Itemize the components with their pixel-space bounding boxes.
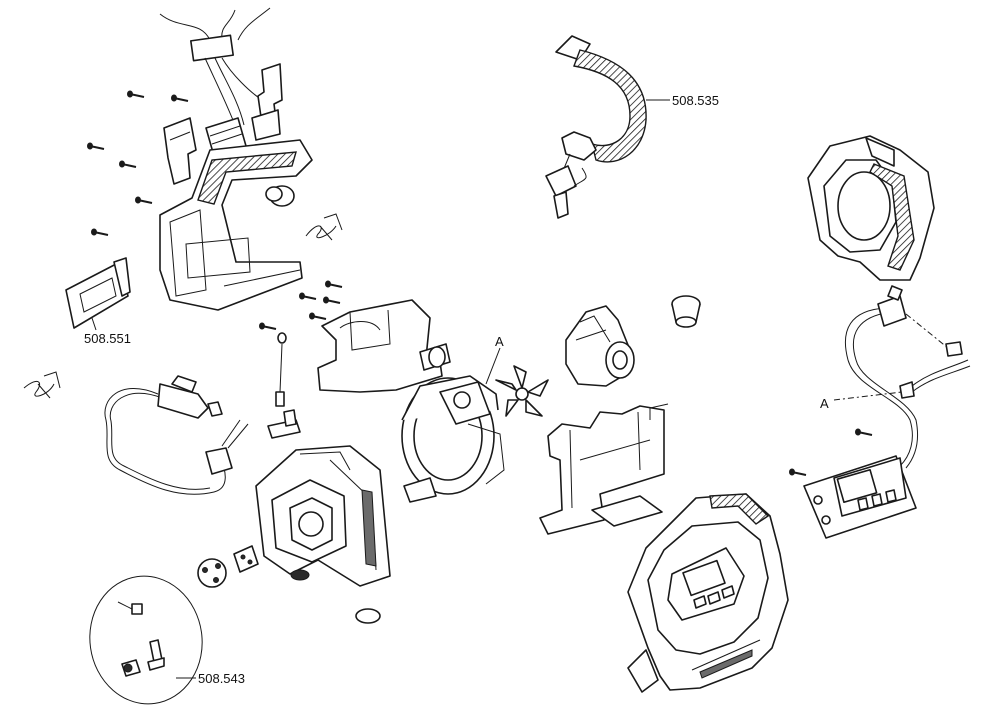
screw-8 (298, 291, 317, 301)
part-number-hose: 508.535 (672, 93, 719, 108)
air-hose (545, 35, 647, 219)
screw-11 (308, 311, 327, 321)
screw-1 (126, 89, 145, 99)
spring-clip-left (23, 371, 61, 399)
screw-9 (324, 279, 343, 289)
cooling-fan (495, 365, 549, 417)
spring-clip-right (305, 213, 343, 241)
marker-a-center: A (495, 334, 504, 349)
battery-cover-plate (65, 257, 131, 329)
base-chassis-frame (539, 403, 669, 535)
part-number-nozzle-kit: 508.543 (198, 671, 245, 686)
switch-bracket (251, 63, 283, 141)
sensor-rod (275, 332, 287, 407)
screw-2 (170, 93, 189, 103)
screw-4 (118, 159, 137, 169)
front-housing-shell (627, 493, 789, 693)
wiring-harness (159, 7, 271, 126)
handle-housing (159, 139, 313, 311)
screw-10 (322, 295, 341, 305)
leader-marker-a-center (485, 347, 501, 385)
side-cover-bracket (163, 117, 197, 185)
screw-7 (258, 321, 277, 331)
electric-motor (565, 305, 635, 387)
screw-3 (86, 141, 105, 151)
control-panel-pcb (803, 455, 917, 539)
car-plug-cable (104, 375, 249, 495)
hose-clamp (267, 409, 301, 439)
nozzle-kit (89, 575, 203, 705)
screw-5 (134, 195, 153, 205)
motor-shroud (255, 445, 391, 587)
cylinder-assembly (401, 375, 505, 503)
rubber-foot (355, 608, 381, 624)
marker-a-right: A (820, 396, 829, 411)
leader-508-551 (91, 317, 97, 331)
compressor-mount-frame (317, 299, 451, 393)
part-number-cover: 508.551 (84, 331, 131, 346)
screw-6 (90, 227, 109, 237)
rear-housing-shell (807, 135, 935, 281)
control-panel-wiring (833, 285, 971, 469)
hose-connector (671, 295, 701, 328)
terminal-plate (233, 545, 259, 573)
valve-plate (197, 558, 227, 588)
screw-12 (854, 427, 873, 437)
screw-13 (788, 467, 807, 477)
